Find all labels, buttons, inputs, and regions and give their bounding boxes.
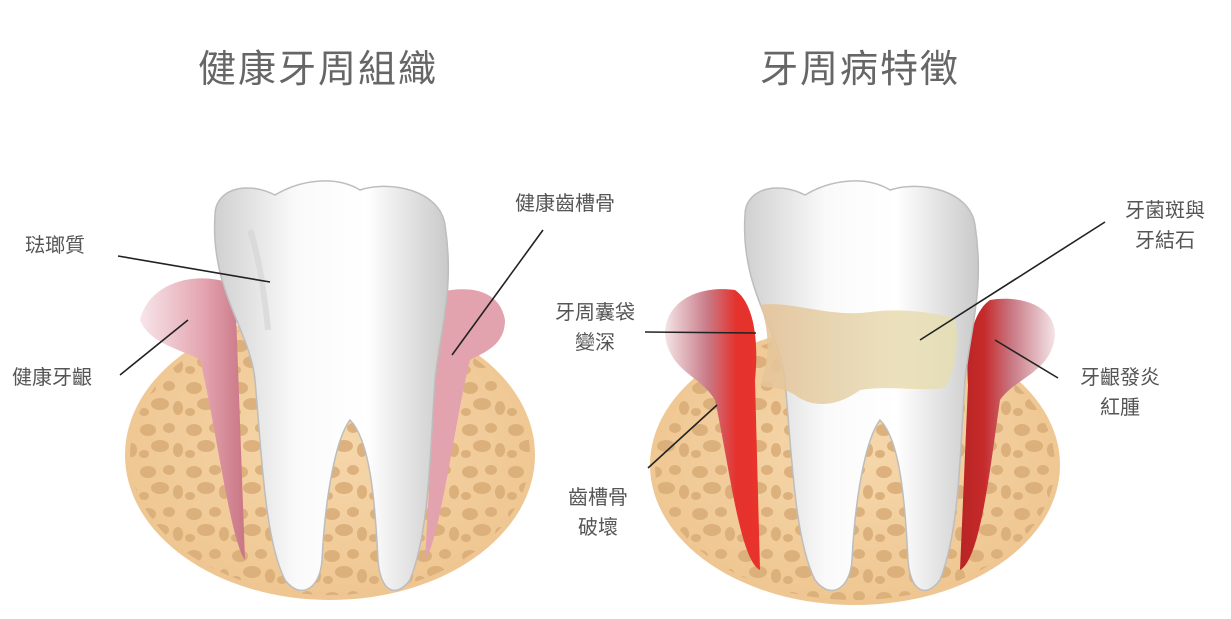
healthy-gum-left	[140, 278, 245, 560]
label-plaque-line1: 牙菌斑與	[1125, 198, 1205, 222]
diseased-tooth-group	[650, 180, 1060, 605]
leader-enamel	[117, 255, 271, 283]
leader-pocket	[644, 331, 757, 334]
leader-healthy-bone	[451, 229, 544, 356]
left-panel-title: 健康牙周組織	[198, 47, 439, 91]
label-bone-loss: 齒槽骨 破壞	[558, 482, 638, 542]
healthy-tooth-shape	[213, 180, 450, 592]
label-pocket-line1: 牙周囊袋	[555, 300, 635, 324]
label-healthy-bone: 健康齒槽骨	[515, 191, 615, 215]
plaque-calculus-shape	[760, 304, 957, 405]
label-pocket: 牙周囊袋 變深	[545, 297, 645, 357]
label-inflamed-gum: 牙齦發炎 紅腫	[1070, 362, 1170, 422]
leader-healthy-gum	[119, 319, 189, 376]
leader-bone-loss	[647, 404, 718, 469]
healthy-gum-right	[425, 289, 505, 560]
right-panel-title: 牙周病特徵	[760, 47, 961, 91]
label-healthy-gum: 健康牙齦	[12, 365, 92, 389]
leader-lines	[117, 221, 1106, 469]
healthy-tooth-group	[125, 180, 535, 600]
label-plaque-line2: 牙結石	[1135, 228, 1195, 252]
leader-inflamed-gum	[994, 339, 1059, 379]
inflamed-gum-left	[665, 289, 760, 570]
label-inflamed-gum-line2: 紅腫	[1100, 395, 1140, 419]
inflamed-gum-right	[960, 298, 1055, 570]
label-bone-loss-line2: 破壞	[578, 515, 618, 539]
label-plaque: 牙菌斑與 牙結石	[1110, 195, 1220, 255]
label-bone-loss-line1: 齒槽骨	[568, 485, 628, 509]
label-inflamed-gum-line1: 牙齦發炎	[1080, 365, 1160, 389]
label-enamel: 琺瑯質	[25, 233, 85, 257]
label-pocket-line2: 變深	[575, 330, 615, 354]
leader-plaque	[919, 221, 1106, 341]
